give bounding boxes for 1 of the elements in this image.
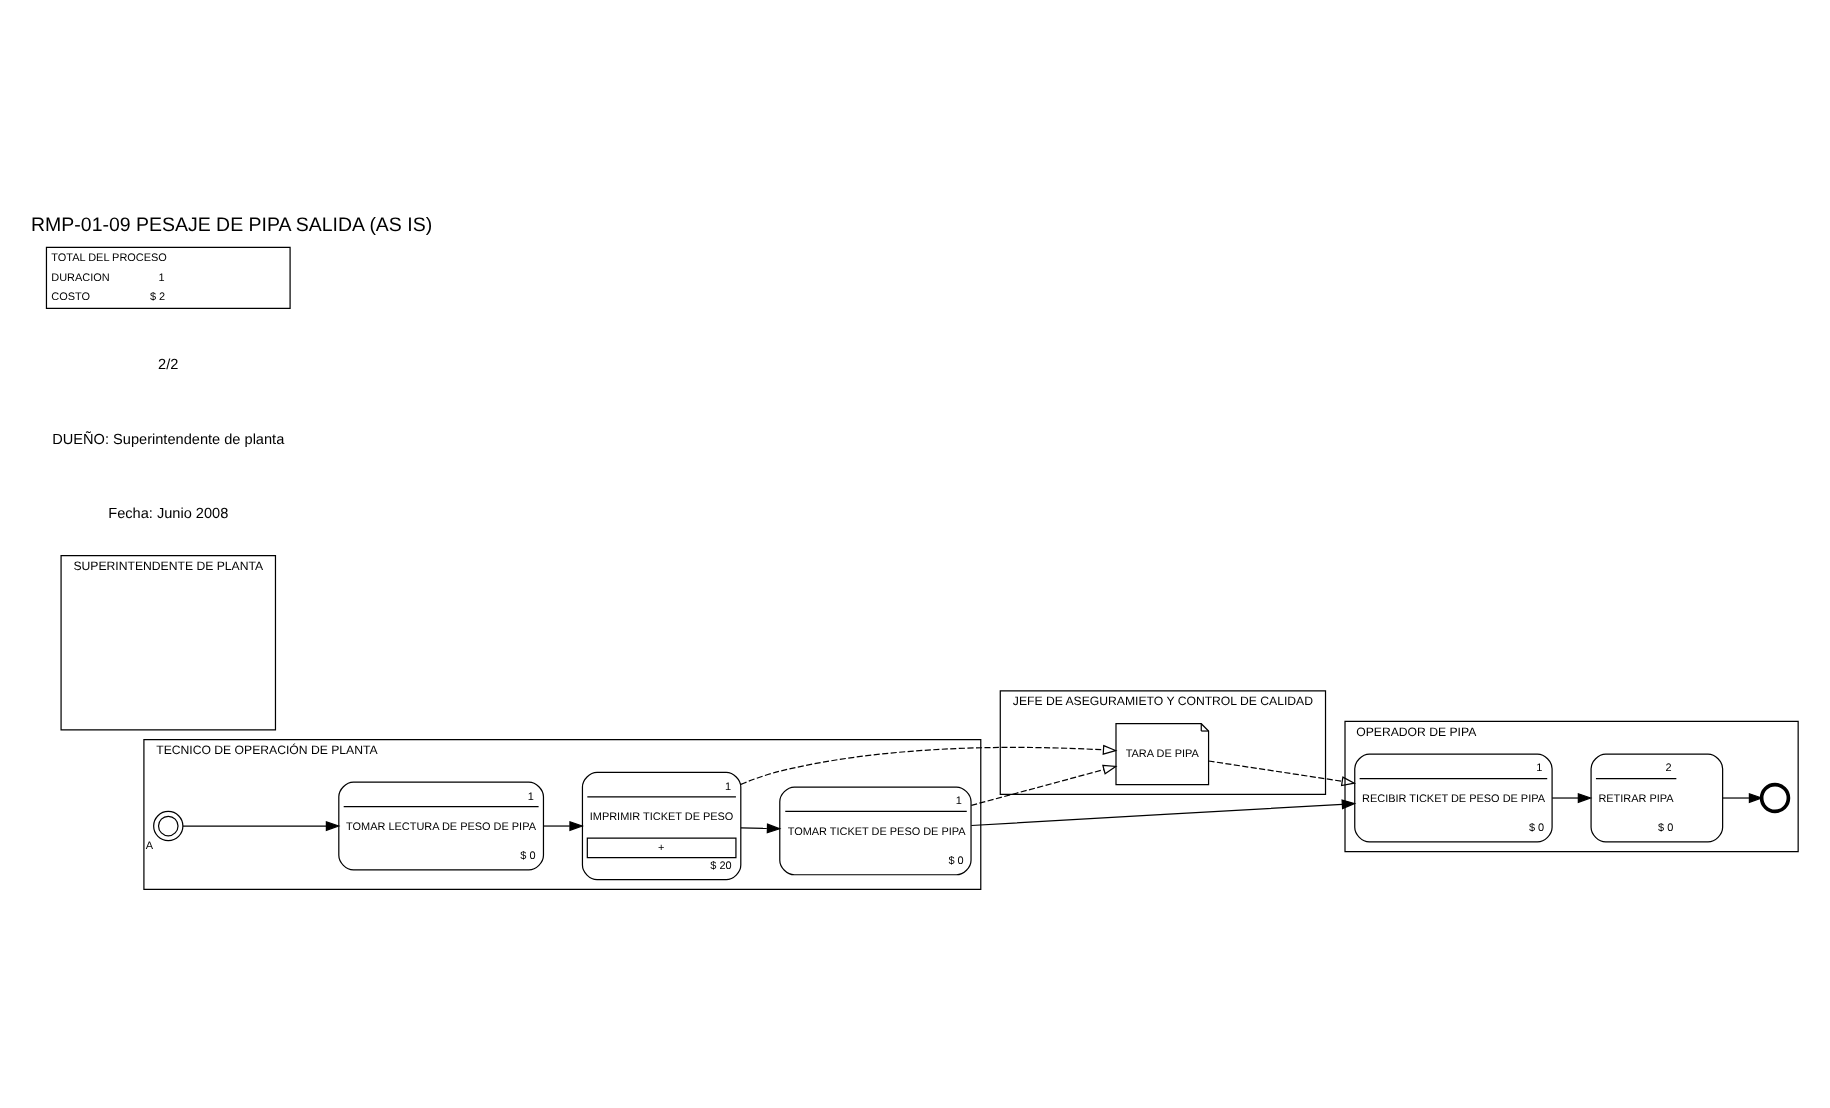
diagram-title: RMP-01-09 PESAJE DE PIPA SALIDA (AS IS) [31, 214, 433, 237]
